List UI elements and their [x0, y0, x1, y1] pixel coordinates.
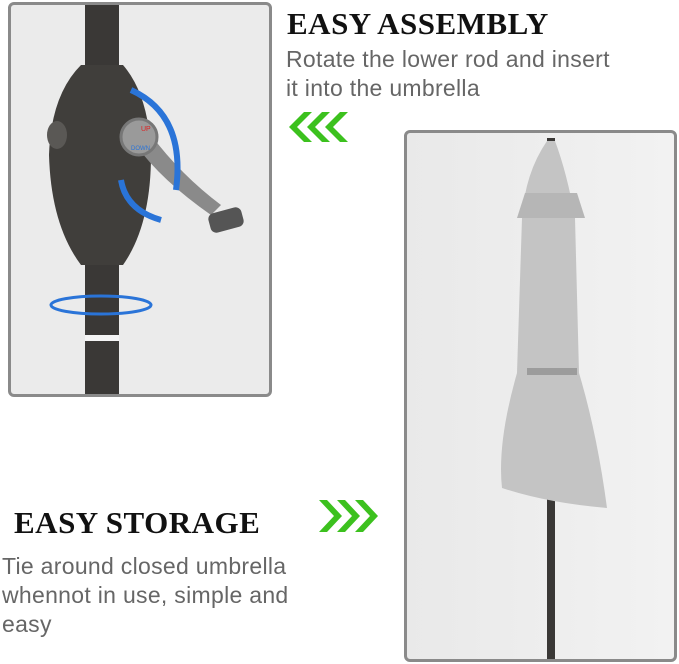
crank-handle-grip — [208, 207, 244, 233]
closed-canopy — [501, 141, 607, 508]
knob-up-label: UP — [141, 126, 151, 133]
easy-storage-description: Tie around closed umbrella whennot in us… — [2, 552, 289, 639]
description-line: easy — [2, 611, 52, 637]
description-line: whennot in use, simple and — [2, 582, 289, 608]
easy-assembly-title: EASY ASSEMBLY — [287, 6, 549, 41]
description-line: Tie around closed umbrella — [2, 553, 287, 579]
easy-storage-title: EASY STORAGE — [14, 505, 261, 540]
chevron-left-graphic — [289, 112, 348, 142]
crank-knob — [119, 117, 159, 157]
tie-strap — [527, 368, 577, 375]
rotate-arrow-icon — [129, 87, 181, 191]
pole-joint-ring — [85, 335, 119, 341]
easy-assembly-description: Rotate the lower rod and insert it into … — [286, 45, 610, 103]
chevron-left-icon — [286, 112, 350, 142]
rotate-arrow-lower-icon — [118, 179, 162, 223]
twist-arrow-icon — [49, 294, 153, 316]
housing-button — [47, 121, 67, 149]
knob-down-label: DOWN — [131, 146, 150, 152]
crank-detail-illustration: UP DOWN — [47, 5, 244, 394]
closed-umbrella-illustration — [501, 138, 607, 659]
description-line: Rotate the lower rod and insert — [286, 46, 610, 72]
canopy-vent-flap — [517, 193, 585, 218]
description-line: it into the umbrella — [286, 75, 480, 101]
chevron-right-graphic — [319, 500, 378, 532]
chevron-right-icon — [317, 500, 381, 532]
crank-detail-image: UP DOWN — [8, 2, 272, 397]
crank-housing — [49, 65, 151, 265]
closed-umbrella-image — [404, 130, 677, 662]
